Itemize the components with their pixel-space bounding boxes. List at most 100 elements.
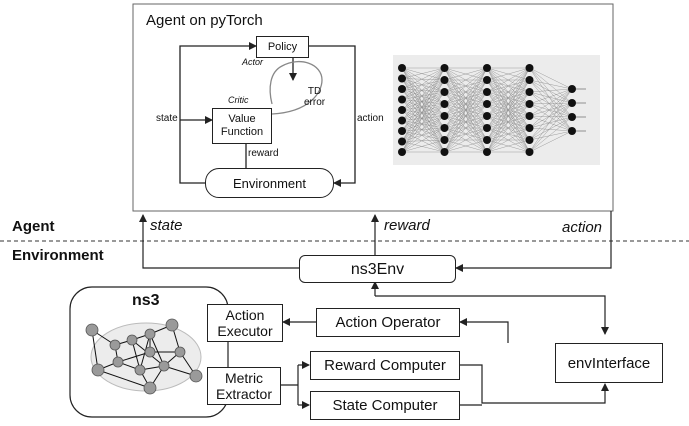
nn-edge xyxy=(444,79,488,153)
metric-extractor-box: Metric Extractor xyxy=(207,367,281,405)
nn-edge xyxy=(401,139,445,142)
nn-edge xyxy=(529,88,573,153)
nn-node xyxy=(525,148,534,156)
nn-edge xyxy=(401,130,445,153)
nn-edge xyxy=(486,67,530,117)
nn-edge xyxy=(401,99,445,141)
nn-node xyxy=(440,64,449,72)
nn-edge xyxy=(529,67,573,90)
nn-edge xyxy=(401,103,445,153)
value-function-box: Value Function xyxy=(212,108,272,144)
nn-edge xyxy=(529,102,573,117)
nn-edge xyxy=(486,67,530,153)
nn-node xyxy=(398,137,406,146)
nn-node xyxy=(398,148,406,156)
nn-node xyxy=(525,124,534,132)
nn-edge xyxy=(529,116,573,129)
nn-edge xyxy=(401,103,445,121)
nn-node xyxy=(440,88,449,96)
nn-edge xyxy=(444,67,488,129)
nn-edge xyxy=(486,79,530,153)
nn-edge xyxy=(401,120,445,141)
nn-edge xyxy=(401,99,445,117)
agent-layer-label: Agent xyxy=(12,218,55,235)
nn-edge xyxy=(529,130,573,141)
agent-panel-border xyxy=(132,3,614,212)
flow-connectors xyxy=(139,211,612,409)
nn-node xyxy=(525,64,534,72)
ac-reward-label: reward xyxy=(248,148,279,159)
nn-edge xyxy=(529,115,573,118)
nn-edge xyxy=(401,79,445,100)
nn-edge xyxy=(401,120,445,129)
nn-edge xyxy=(401,78,445,93)
nn-edge xyxy=(529,79,573,132)
nn-edge xyxy=(401,115,445,153)
nn-edge xyxy=(401,67,445,153)
policy-label: Policy xyxy=(267,40,298,53)
nn-node xyxy=(398,95,406,104)
nn-edge xyxy=(529,67,573,104)
nn-edge xyxy=(486,67,530,105)
nn-node xyxy=(398,127,406,135)
nn-node xyxy=(525,136,534,144)
nn-edge xyxy=(401,67,445,142)
nn-edge xyxy=(529,88,573,129)
nn-node xyxy=(440,124,449,132)
nn-edge xyxy=(401,103,445,132)
reward-computer-box: Reward Computer xyxy=(310,351,460,380)
nn-edge xyxy=(486,67,530,81)
nn-edge xyxy=(444,67,488,105)
nn-edge xyxy=(401,67,445,81)
nn-node xyxy=(398,74,406,83)
nn-edge xyxy=(401,120,445,153)
nn-edge xyxy=(401,79,445,121)
nn-edge xyxy=(401,91,445,111)
ns3-title: ns3 xyxy=(132,292,160,309)
nn-edge xyxy=(486,127,530,153)
nn-edge xyxy=(401,91,445,100)
nn-edge xyxy=(444,67,488,117)
nn-edge xyxy=(401,115,445,132)
nn-node xyxy=(440,76,449,84)
actor-critic-lines xyxy=(179,42,356,187)
nn-node xyxy=(398,116,406,125)
nn-node xyxy=(398,106,406,114)
nn-edge xyxy=(401,109,445,153)
neural-network-background xyxy=(393,55,600,165)
nn-edge xyxy=(529,67,573,132)
nn-node xyxy=(440,112,449,120)
nn-edge xyxy=(444,127,488,153)
nn-edge xyxy=(529,79,573,118)
nn-edge xyxy=(529,88,573,141)
nn-edge xyxy=(401,78,445,117)
nn-edge xyxy=(401,78,445,81)
nn-edge xyxy=(529,91,573,118)
nn-node xyxy=(440,100,449,108)
environment-layer-label: Environment xyxy=(12,247,104,264)
td-error-label: TD error xyxy=(304,86,326,108)
nn-edge xyxy=(529,91,573,104)
nn-edge xyxy=(401,88,445,141)
agent-panel-title: Agent on pyTorch xyxy=(146,12,263,29)
nn-node xyxy=(525,112,534,120)
nn-edge xyxy=(401,127,445,153)
nn-edge xyxy=(401,91,445,142)
nn-edge xyxy=(401,99,445,105)
nn-node xyxy=(483,64,491,72)
nn-edge xyxy=(401,88,445,105)
nn-node xyxy=(568,113,576,121)
nn-edge xyxy=(401,88,445,129)
nn-edge xyxy=(401,67,445,90)
action-signal-label: action xyxy=(562,219,603,236)
nn-edge xyxy=(529,103,573,118)
nn-edge xyxy=(444,67,488,81)
neural-network-figure xyxy=(393,55,600,165)
nn-edge xyxy=(486,67,530,129)
nn-node xyxy=(483,148,491,156)
nn-edge xyxy=(401,115,445,121)
nn-edge xyxy=(401,67,445,111)
nn-edge xyxy=(401,127,445,132)
nn-edge xyxy=(401,67,445,117)
